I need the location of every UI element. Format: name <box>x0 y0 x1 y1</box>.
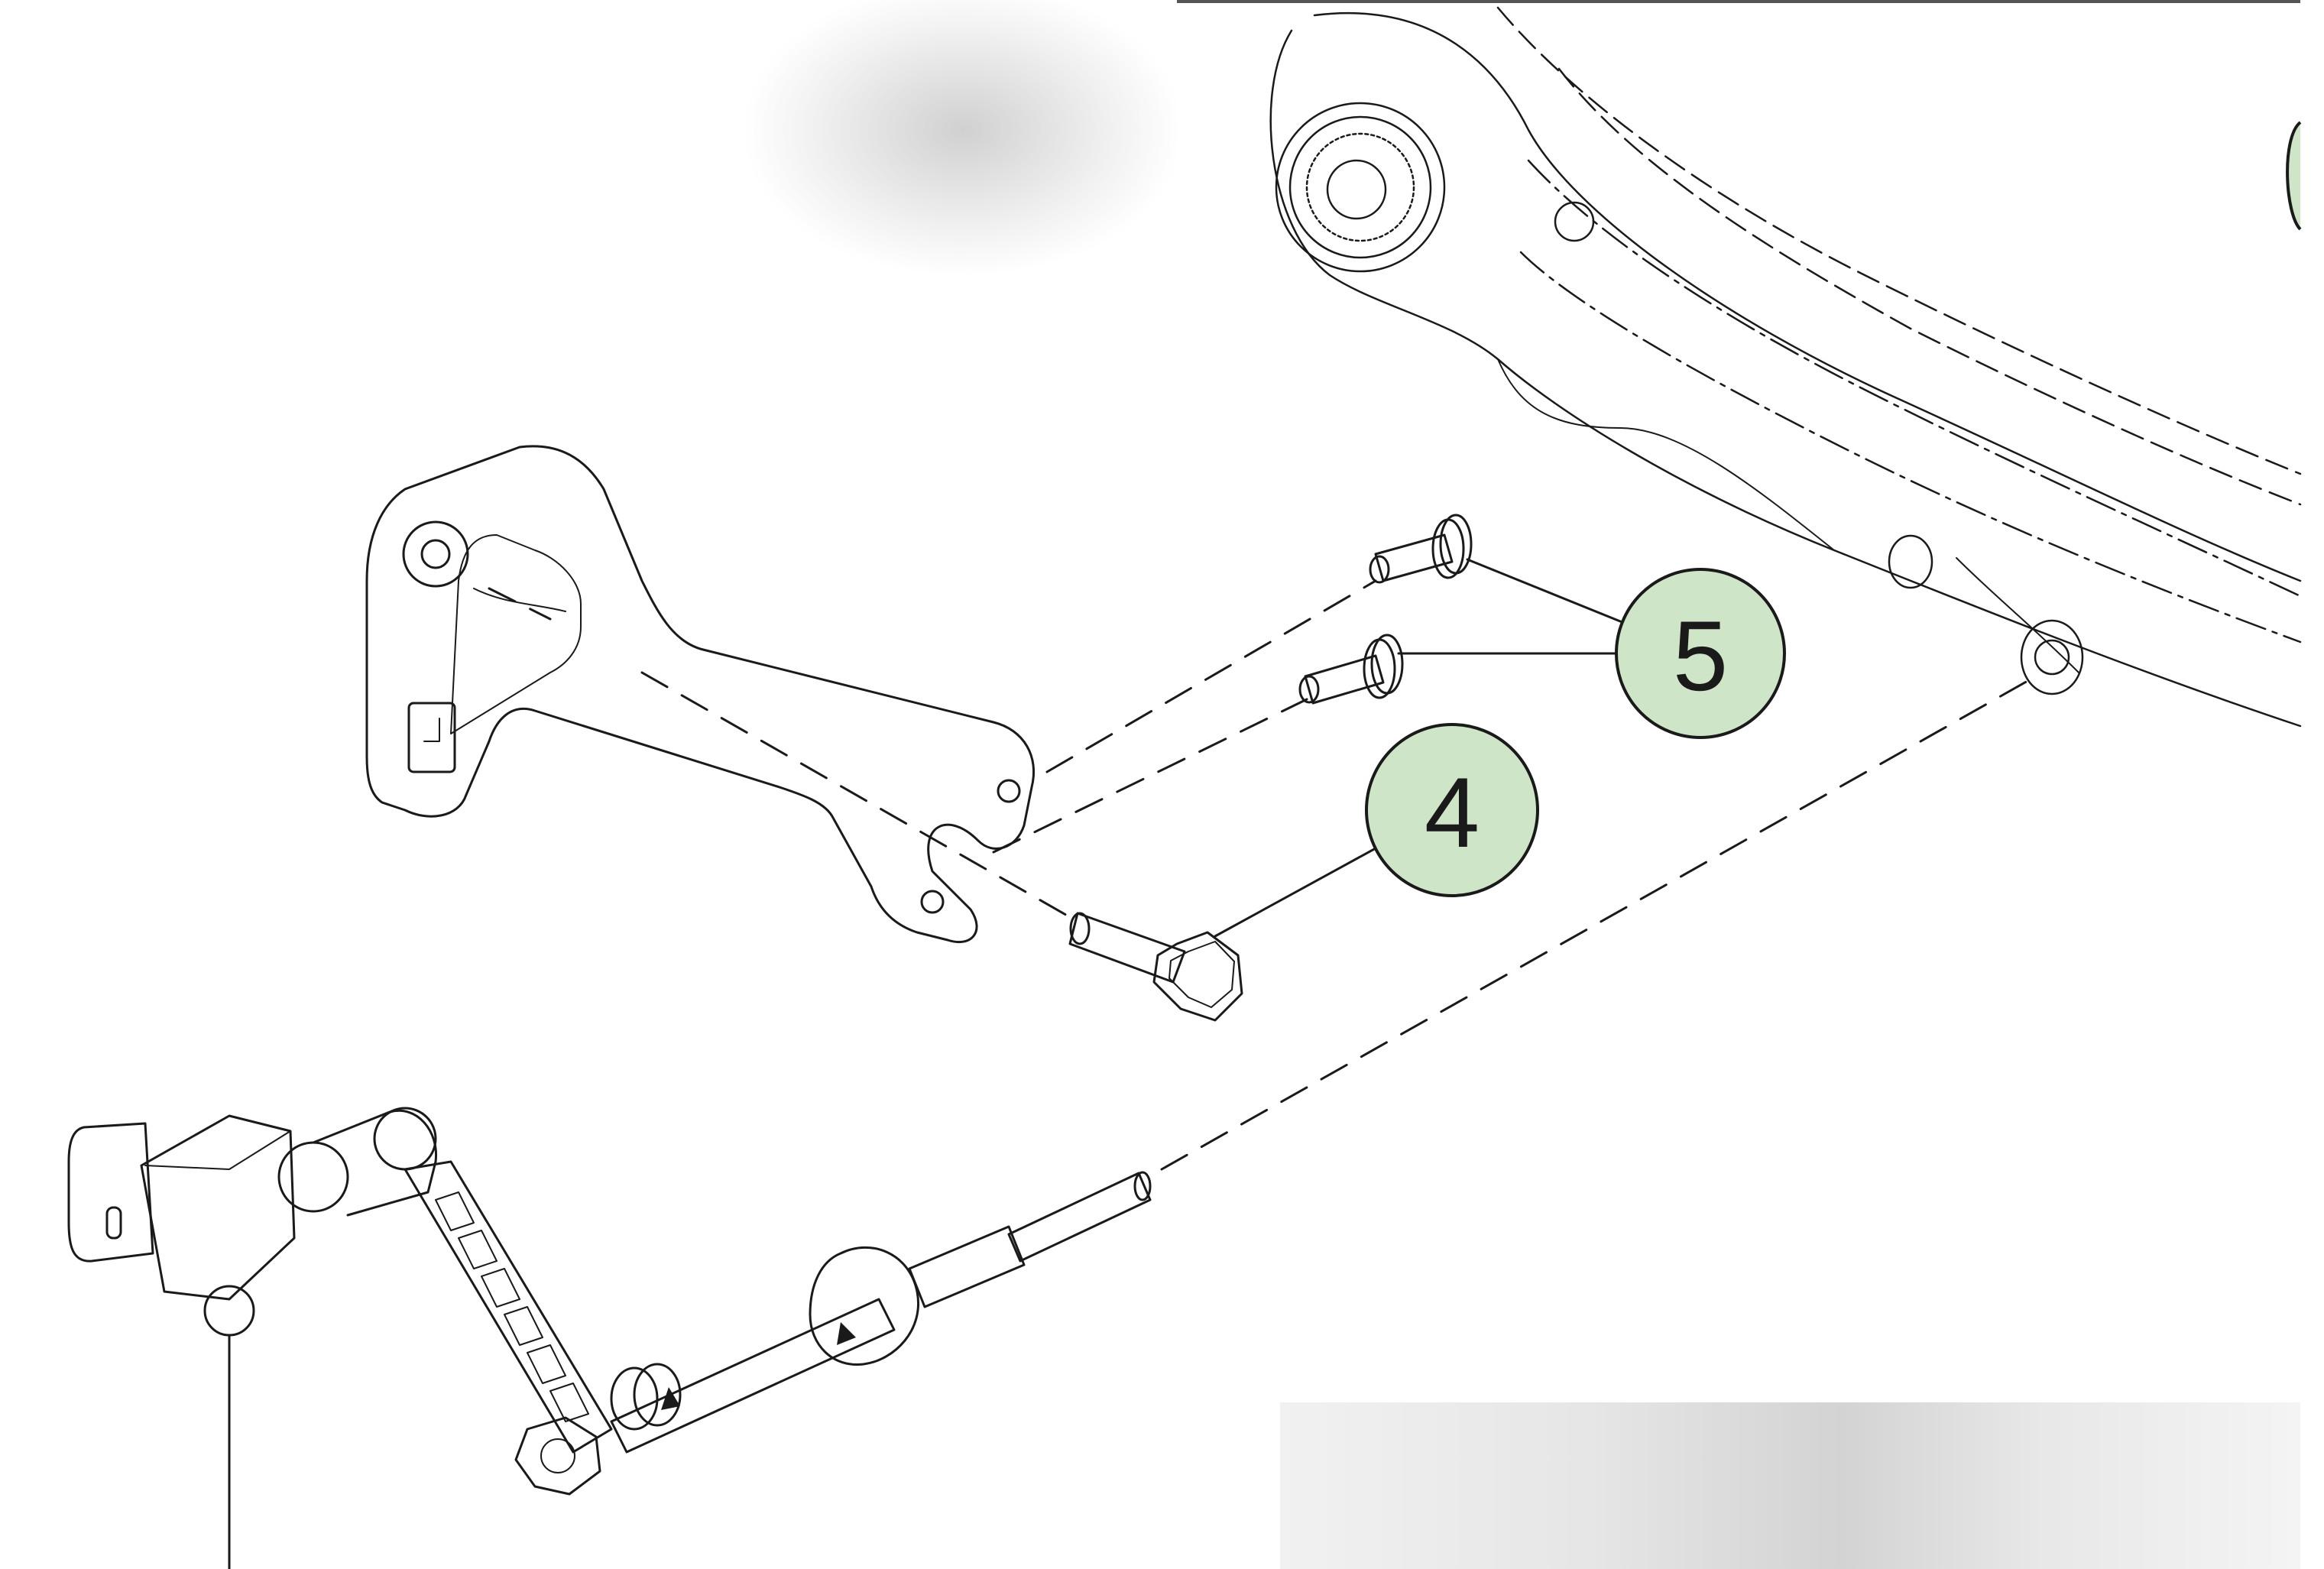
callout-4: 4 <box>1365 723 1539 897</box>
callout-5-label: 5 <box>1673 600 1728 712</box>
suspension-arm <box>1269 6 2302 728</box>
callout-4-bubble <box>1365 723 1539 897</box>
mounting-bracket <box>365 445 1036 944</box>
leader-lines <box>1214 558 1626 938</box>
screw-5a <box>1369 514 1473 584</box>
level-sensor <box>67 1107 1152 1569</box>
callout-4-label: 4 <box>1425 757 1480 868</box>
assembly-lines <box>488 579 2031 1171</box>
callout-partial <box>2286 121 2302 231</box>
callout-5-bubble <box>1615 568 1786 739</box>
bolt-4 <box>1068 912 1243 1022</box>
callout-5: 5 <box>1615 568 1786 739</box>
screw-5b <box>1298 634 1404 705</box>
